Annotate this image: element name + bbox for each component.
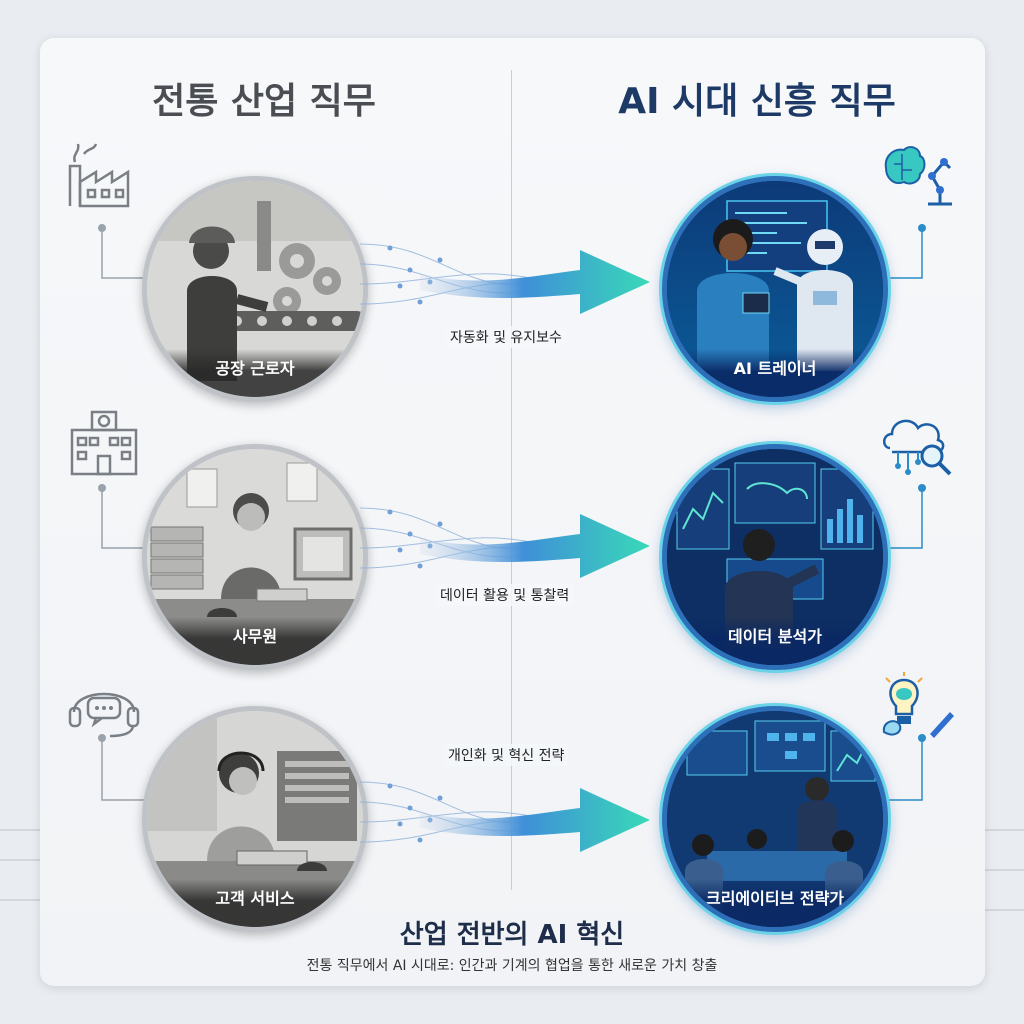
factory-worker-circle: 공장 근로자 [142, 176, 368, 402]
ai-trainer-illustration [667, 181, 883, 397]
office-clerk-circle: 사무원 [142, 444, 368, 670]
cloud-magnifier-icon [883, 419, 952, 476]
brain-robot-arm-icon [884, 146, 952, 206]
footer-title: 산업 전반의 AI 혁신 [399, 920, 625, 950]
factory-worker-label: 공장 근로자 [147, 349, 363, 397]
transition-arrow-1 [360, 243, 650, 314]
office-building-icon [70, 410, 138, 476]
creative-strategist-label: 크리에이티브 전략가 [667, 879, 883, 927]
ai-era-jobs-title: AI 시대 신흥 직무 [618, 81, 896, 122]
footer-subtitle: 전통 직무에서 AI 시대로: 인간과 기계의 협업을 통한 새로운 가치 창출 [306, 958, 718, 974]
transition-arrow-2 [360, 507, 650, 578]
office-clerk-label: 사무원 [147, 617, 363, 665]
headset-chat-icon [68, 692, 140, 738]
column-divider [511, 70, 512, 890]
data-analyst-circle: 데이터 분석가 [662, 444, 888, 670]
transition-label-3: 개인화 및 혁신 전략 [444, 744, 569, 766]
traditional-jobs-title: 전통 산업 직무 [152, 81, 376, 122]
transition-arrow-3 [360, 781, 650, 852]
transition-label-2: 데이터 활용 및 통찰력 [436, 584, 574, 606]
ai-trainer-label: AI 트레이너 [667, 349, 883, 397]
lightbulb-brain-palette-icon [882, 672, 954, 738]
ai-trainer-circle: AI 트레이너 [662, 176, 888, 402]
creative-strategist-circle: 크리에이티브 전략가 [662, 706, 888, 932]
transition-label-1: 자동화 및 유지보수 [446, 326, 566, 348]
data-analyst-label: 데이터 분석가 [667, 617, 883, 665]
factory-icon [68, 143, 130, 208]
customer-service-circle: 고객 서비스 [142, 706, 368, 932]
customer-service-label: 고객 서비스 [147, 879, 363, 927]
